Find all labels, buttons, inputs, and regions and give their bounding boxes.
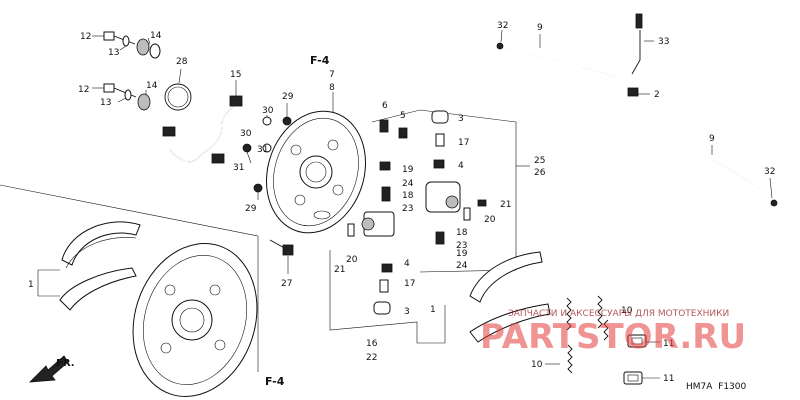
perspective-lines	[0, 184, 259, 372]
brake-shoes-right	[444, 251, 551, 343]
label-13a: 13	[108, 48, 119, 58]
label-24a: 24	[402, 179, 414, 189]
label-8: 8	[329, 83, 335, 93]
label-26: 26	[534, 168, 546, 178]
joint-2	[627, 87, 650, 97]
label-24b: 24	[456, 261, 468, 271]
label-19b: 19	[456, 249, 468, 259]
label-4a: 4	[458, 161, 464, 171]
label-12a: 12	[80, 32, 91, 42]
label-23b: 23	[456, 241, 467, 251]
wheel-cylinder-upper	[347, 119, 408, 315]
label-3b: 3	[404, 307, 410, 317]
label-9b: 9	[709, 134, 715, 144]
springs-10	[545, 295, 609, 374]
label-31a: 31	[257, 145, 268, 155]
label-4b: 4	[404, 259, 410, 269]
label-11a: 11	[663, 339, 674, 349]
front-arrow-label: FR.	[56, 358, 75, 369]
bolt-27	[269, 239, 294, 274]
label-2: 2	[654, 90, 660, 100]
label-32b: 32	[764, 167, 775, 177]
brake-shoes-left	[37, 221, 141, 311]
label-11b: 11	[663, 374, 674, 384]
brake-panel	[265, 92, 367, 234]
label-1a: 1	[28, 280, 34, 290]
clips-11	[623, 334, 660, 385]
front-arrow: FR.	[28, 355, 75, 383]
label-12b: 12	[78, 85, 89, 95]
brake-cable-upper	[496, 29, 621, 79]
label-20a: 20	[484, 215, 496, 225]
section-ref-f4-bottom: F-4	[265, 375, 285, 388]
label-33: 33	[658, 37, 669, 47]
label-30b: 30	[240, 129, 252, 139]
watermark-tagline: ЗАПЧАСТИ И АКСЕССУАРЫ ДЛЯ МОТОТЕХНИКИ	[508, 309, 729, 319]
cable-guide-33	[631, 13, 654, 75]
label-23a: 23	[402, 204, 413, 214]
label-7: 7	[329, 70, 335, 80]
label-28: 28	[176, 57, 188, 67]
label-25: 25	[534, 156, 545, 166]
label-29b: 29	[245, 204, 257, 214]
label-19a: 19	[402, 165, 414, 175]
label-18b: 18	[456, 228, 468, 238]
label-30a: 30	[262, 106, 274, 116]
label-15: 15	[230, 70, 241, 80]
label-5: 5	[400, 111, 406, 121]
label-1b: 1	[430, 305, 436, 315]
wheel-cylinder-lower	[425, 110, 487, 245]
label-10b: 10	[531, 360, 543, 370]
label-29a: 29	[282, 92, 294, 102]
bolt-assembly-lower	[92, 83, 151, 111]
bolt-assembly-upper	[92, 31, 161, 59]
label-18a: 18	[402, 191, 414, 201]
label-31b: 31	[233, 163, 244, 173]
label-16: 16	[366, 339, 378, 349]
label-13b: 13	[100, 98, 111, 108]
label-14b: 14	[146, 81, 158, 91]
o-ring-28	[164, 68, 192, 111]
label-6: 6	[382, 101, 388, 111]
label-17b: 17	[404, 279, 415, 289]
label-20b: 20	[346, 255, 358, 265]
label-27: 27	[281, 279, 292, 289]
label-17a: 17	[458, 138, 469, 148]
label-10a: 10	[621, 306, 633, 316]
label-22: 22	[366, 353, 377, 363]
brake-cable-lower	[631, 91, 778, 207]
bolts-29-30-31	[242, 103, 292, 200]
label-3a: 3	[458, 114, 464, 124]
brake-hose-15	[162, 80, 243, 164]
label-14a: 14	[150, 31, 162, 41]
section-ref-f4-top: F-4	[310, 54, 330, 67]
wheel-cylinder-frame	[329, 109, 530, 344]
label-32a: 32	[497, 21, 508, 31]
label-21b: 21	[334, 265, 345, 275]
label-9a: 9	[537, 23, 543, 33]
part-labels: 12 14 13 12 14 13 28 15 29 30 30 31 31 2…	[28, 21, 775, 384]
label-21a: 21	[500, 200, 511, 210]
watermark-brand: PARTSTOR.RU	[480, 317, 746, 357]
brake-drum	[132, 243, 258, 397]
diagram-code: HM7A F1300	[686, 382, 746, 392]
watermark: ЗАПЧАСТИ И АКСЕССУАРЫ ДЛЯ МОТОТЕХНИКИ PA…	[480, 309, 746, 357]
